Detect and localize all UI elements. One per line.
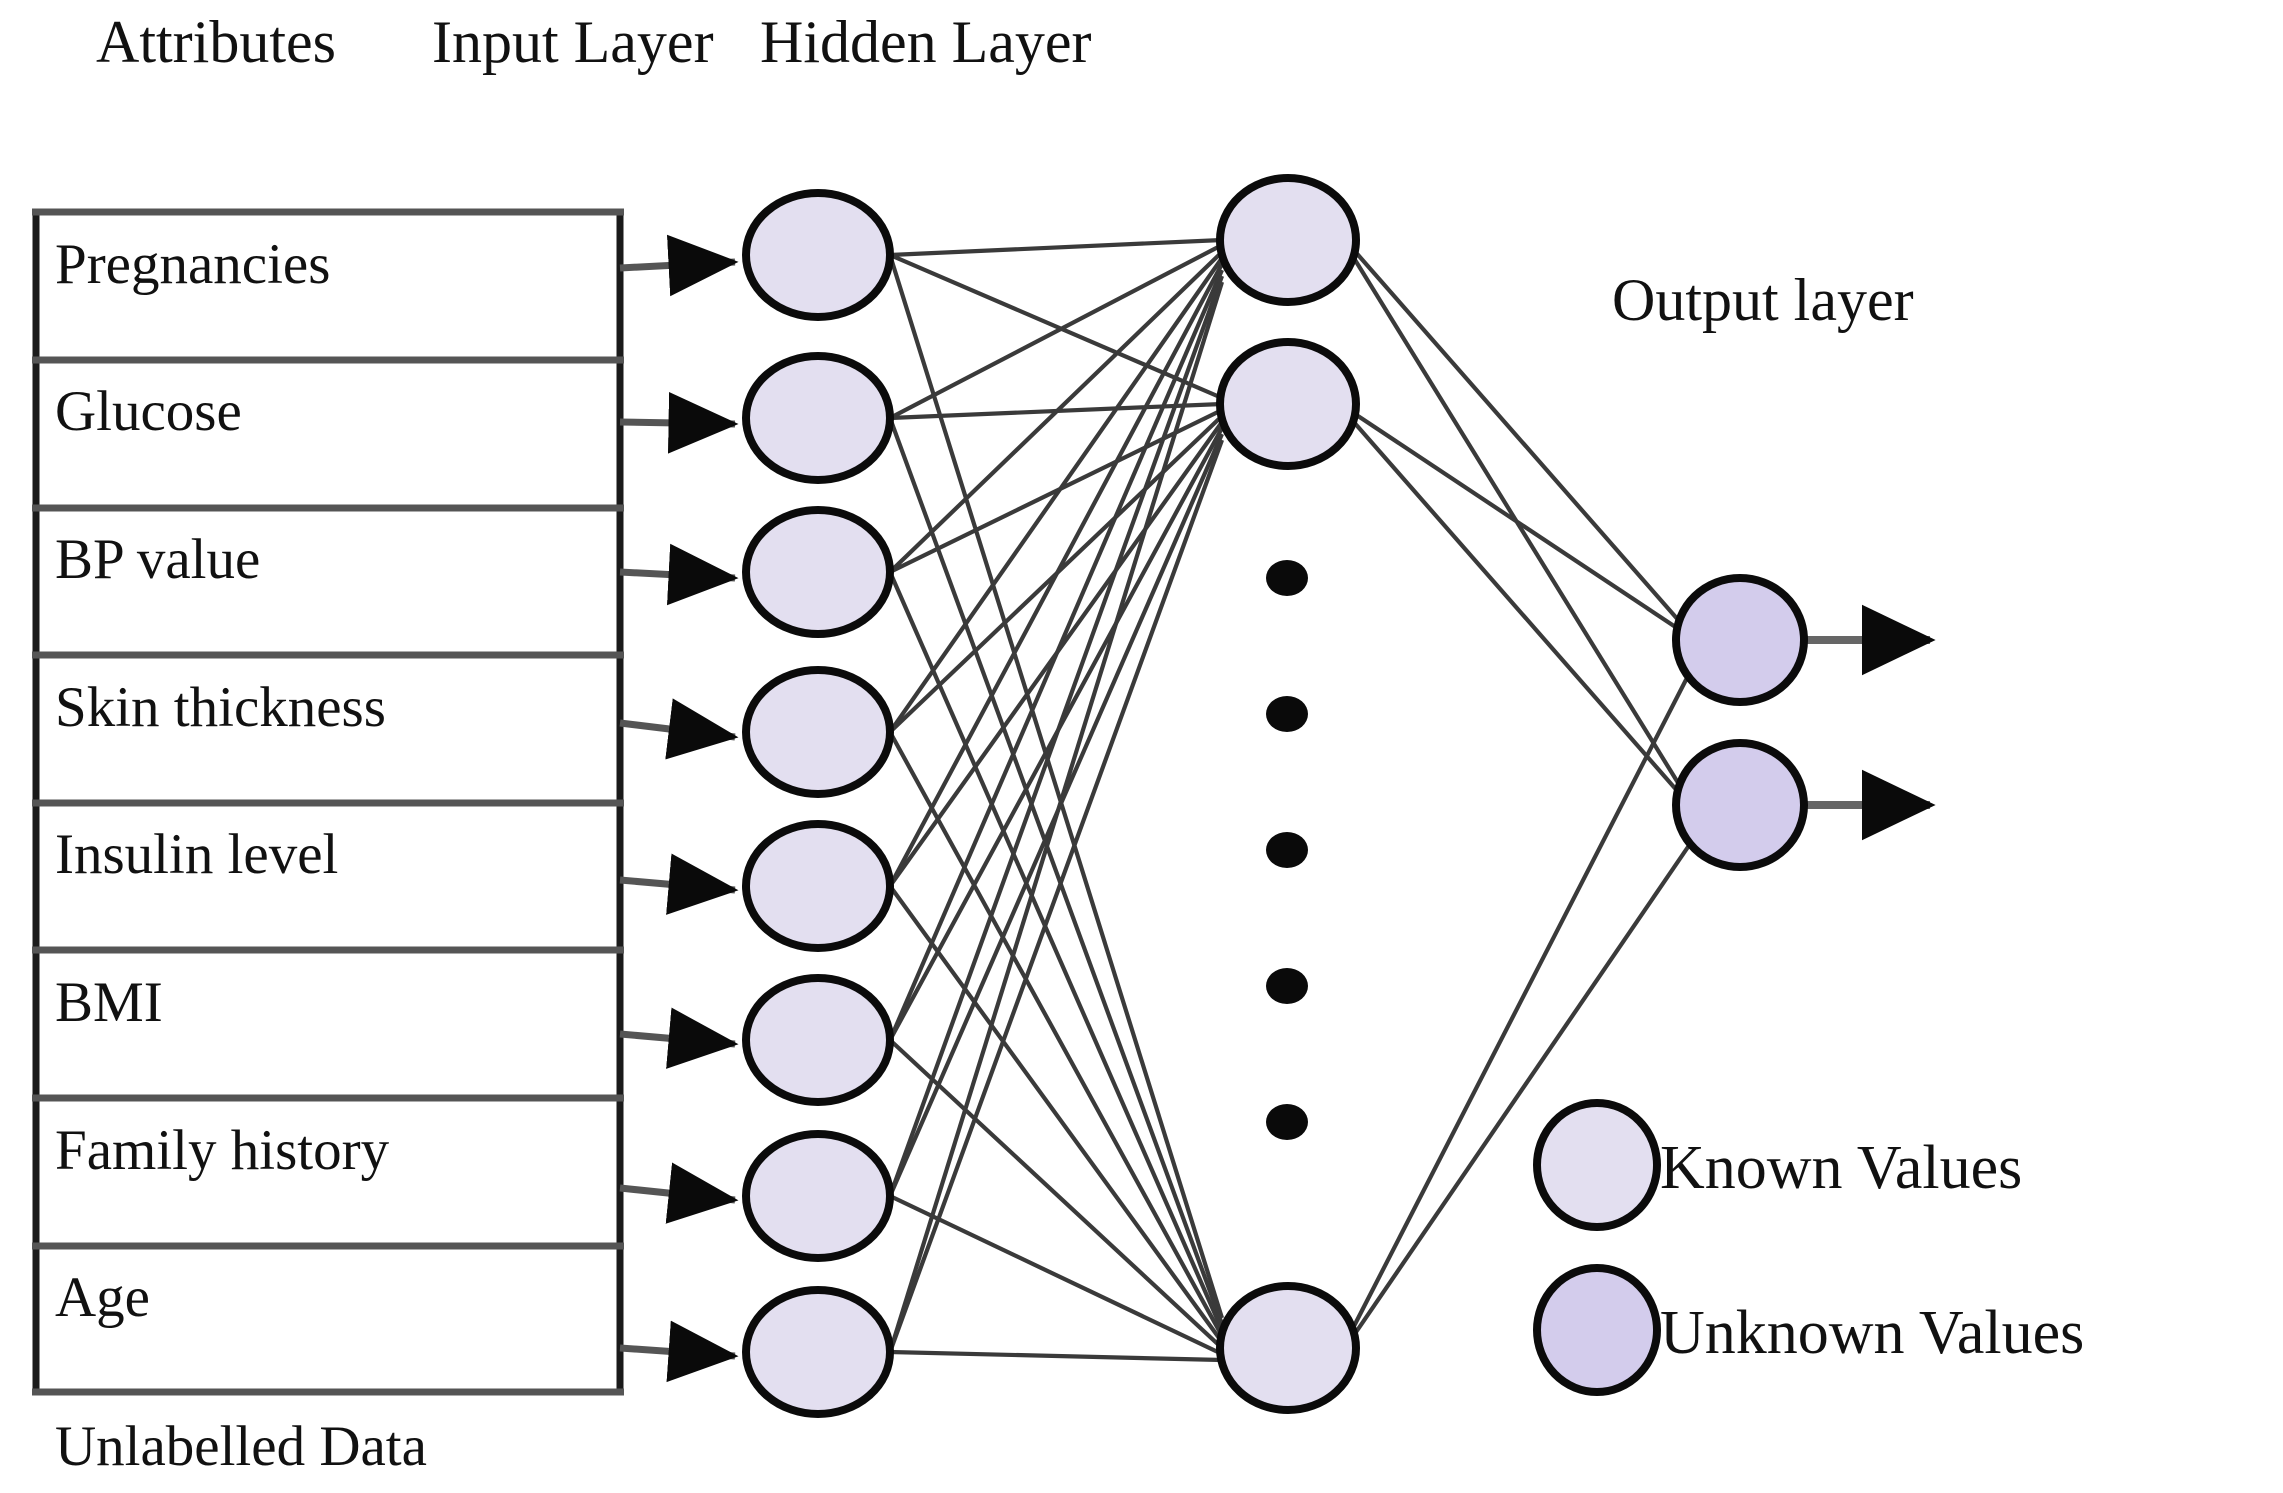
ellipsis-dot-1 <box>1266 696 1308 732</box>
caption-unlabelled-data: Unlabelled Data <box>55 1415 427 1478</box>
legend-label-unknown: Unknown Values <box>1660 1299 2084 1367</box>
input-node-4[interactable] <box>742 820 894 952</box>
hidden-layer-nodes <box>1216 174 1360 1414</box>
attribute-row-label-2: BP value <box>55 528 260 591</box>
attribute-row-label-0: Pregnancies <box>55 233 330 296</box>
ellipsis-dot-2 <box>1266 832 1308 868</box>
legend-label-known: Known Values <box>1660 1134 2022 1202</box>
output-node-0[interactable] <box>1672 574 1808 706</box>
attribute-row-label-6: Family history <box>55 1119 390 1182</box>
ellipsis-dot-4 <box>1266 1104 1308 1140</box>
attribute-row-label-7: Age <box>55 1266 150 1329</box>
output-layer-nodes <box>1672 574 1936 871</box>
input-node-6[interactable] <box>742 1130 894 1262</box>
hidden-node-last[interactable] <box>1216 1282 1360 1414</box>
legend-swatch-unknown <box>1533 1264 1661 1396</box>
input-node-0[interactable] <box>742 189 894 321</box>
attributes-table: Pregnancies Glucose BP value Skin thickn… <box>32 208 624 1396</box>
hidden-node-1[interactable] <box>1216 338 1360 470</box>
output-node-1[interactable] <box>1672 739 1808 871</box>
hidden-node-0[interactable] <box>1216 174 1360 306</box>
header-hidden-layer: Hidden Layer <box>760 9 1092 75</box>
header-output-layer: Output layer <box>1612 267 1914 333</box>
header-input-layer: Input Layer <box>432 9 714 75</box>
header-attributes: Attributes <box>96 9 336 75</box>
ellipsis-dot-0 <box>1266 560 1308 596</box>
hidden-layer-ellipsis <box>1266 560 1308 1140</box>
legend: Known Values Unknown Values <box>1533 1099 2084 1396</box>
attribute-row-label-4: Insulin level <box>55 823 338 886</box>
input-node-3[interactable] <box>742 666 894 798</box>
hidden-output-edges <box>1350 246 1692 1340</box>
attribute-row-label-5: BMI <box>55 971 163 1034</box>
input-node-7[interactable] <box>742 1286 894 1418</box>
ellipsis-dot-3 <box>1266 968 1308 1004</box>
input-layer-nodes <box>742 189 894 1418</box>
input-hidden-edges <box>887 237 1225 1363</box>
input-node-1[interactable] <box>742 352 894 484</box>
input-node-2[interactable] <box>742 506 894 638</box>
attribute-row-label-3: Skin thickness <box>55 676 386 739</box>
attribute-row-label-1: Glucose <box>55 380 242 443</box>
input-node-5[interactable] <box>742 974 894 1106</box>
table-to-input-arrows <box>619 234 739 1383</box>
legend-swatch-known <box>1533 1099 1661 1231</box>
